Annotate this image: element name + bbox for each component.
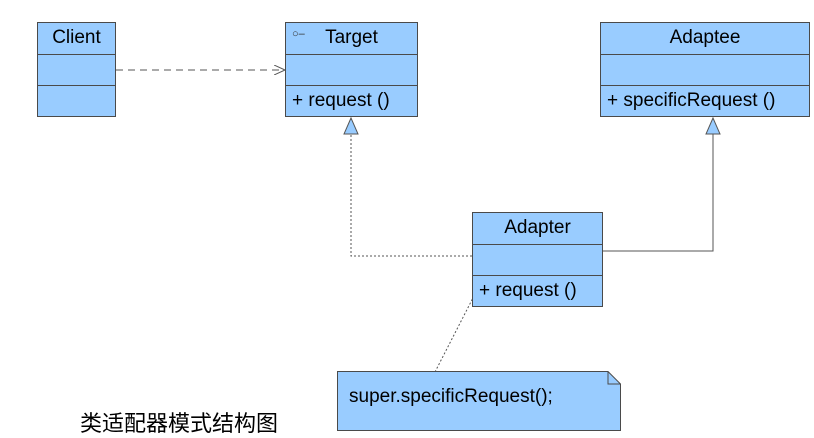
target-attributes-compartment — [286, 54, 417, 85]
diagram-caption: 类适配器模式结构图 — [80, 412, 279, 437]
adapter-attributes-compartment — [473, 244, 602, 275]
generalization-triangle-icon — [705, 116, 721, 135]
note-anchor-line — [434, 291, 477, 373]
client-attributes-compartment — [38, 54, 115, 85]
adaptee-attributes-compartment — [601, 54, 809, 85]
adaptee-specificrequest-operation: + specificRequest () — [607, 90, 776, 111]
code-note[interactable]: super.specificRequest(); — [337, 371, 621, 431]
realization-triangle-icon — [343, 116, 359, 135]
note-text: super.specificRequest(); — [349, 386, 553, 407]
interface-lollipop-icon: ○– — [292, 28, 305, 40]
target-request-operation: + request () — [292, 90, 390, 111]
adapter-class[interactable]: Adapter + request () — [472, 212, 603, 307]
note-shape — [337, 371, 621, 431]
adaptee-class[interactable]: Adaptee + specificRequest () — [600, 22, 810, 117]
adaptee-class-name: Adaptee — [669, 27, 741, 48]
adapter-class-name: Adapter — [504, 217, 571, 238]
client-class-name: Client — [52, 27, 101, 48]
realization-line-adapter-target — [350, 134, 472, 257]
generalization-line-adapter-adaptee — [603, 134, 714, 252]
client-class[interactable]: Client — [37, 22, 116, 117]
target-class-name: Target — [325, 27, 378, 48]
target-interface[interactable]: ○– Target + request () — [285, 22, 418, 117]
adapter-request-operation: + request () — [479, 280, 577, 301]
client-operations-compartment — [38, 85, 115, 116]
